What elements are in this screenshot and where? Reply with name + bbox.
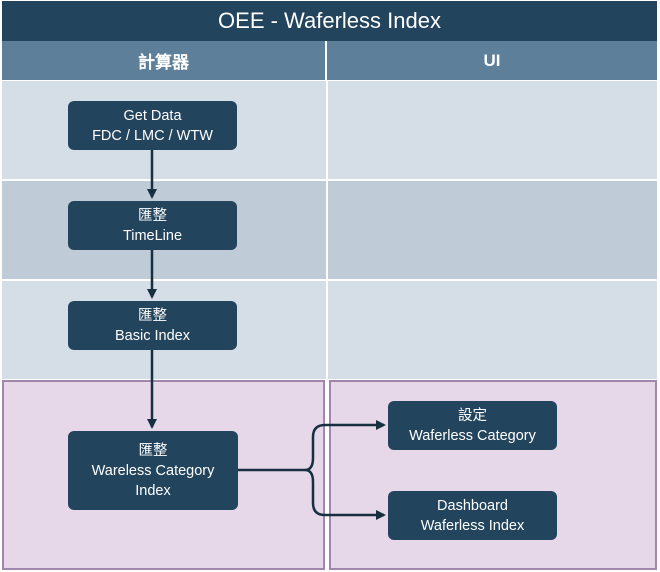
node-setting-waferless-category[interactable]: 設定 Waferless Category xyxy=(388,401,557,450)
node-wareless-category-line3: Index xyxy=(135,482,171,499)
node-dashboard-waferless-index[interactable]: Dashboard Waferless Index xyxy=(388,491,557,540)
node-get-data-line1: Get Data xyxy=(123,107,182,124)
node-timeline-line1: 匯整 xyxy=(138,207,167,224)
node-basic-index-line2: Basic Index xyxy=(115,327,190,344)
node-timeline[interactable]: 匯整 TimeLine xyxy=(68,201,237,250)
node-dashboard-line2: Waferless Index xyxy=(420,517,525,534)
node-get-data[interactable]: Get Data FDC / LMC / WTW xyxy=(68,101,237,150)
node-get-data-line2: FDC / LMC / WTW xyxy=(92,127,213,144)
lane-ui-row-3 xyxy=(328,281,657,379)
node-timeline-line2: TimeLine xyxy=(122,227,183,244)
node-wareless-category-index[interactable]: 匯整 Wareless Category Index xyxy=(68,431,238,510)
node-setting-line2: Waferless Category xyxy=(409,427,536,444)
column-header-calculator: 計算器 xyxy=(2,41,326,80)
arrow-category-to-setting xyxy=(304,420,386,472)
lane-ui-row-1 xyxy=(328,81,657,179)
column-header-ui: UI xyxy=(327,41,657,80)
node-basic-index-line1: 匯整 xyxy=(138,307,167,324)
diagram-title: OEE - Waferless Index xyxy=(2,1,657,41)
arrow-category-to-dashboard xyxy=(304,468,386,520)
lane-ui-row-2 xyxy=(328,181,657,279)
node-wareless-category-line2: Wareless Category xyxy=(91,462,215,479)
node-wareless-category-line1: 匯整 xyxy=(138,442,168,459)
node-setting-line1: 設定 xyxy=(458,407,487,424)
node-dashboard-line1: Dashboard xyxy=(437,497,508,514)
node-basic-index[interactable]: 匯整 Basic Index xyxy=(68,301,237,350)
